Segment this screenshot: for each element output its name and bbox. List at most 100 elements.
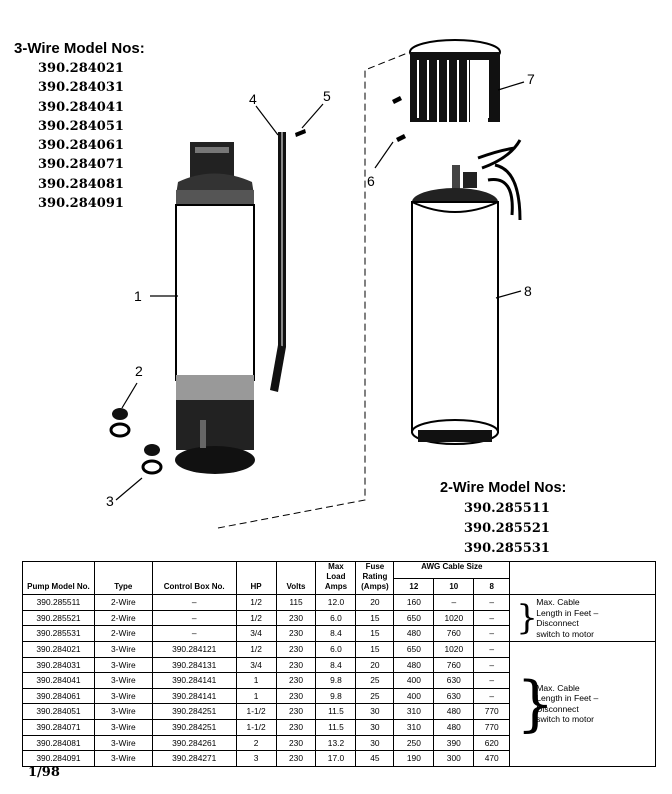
- model-number: 390.284021: [38, 61, 124, 76]
- col-pump-model: Pump Model No.: [22, 561, 95, 595]
- table-cell: 770: [473, 718, 511, 736]
- col-control-box: Control Box No.: [151, 561, 237, 595]
- callout-3: 3: [106, 493, 114, 509]
- table-cell: 620: [473, 734, 511, 752]
- table-cell: –: [473, 609, 511, 627]
- table-cell: 310: [393, 703, 435, 720]
- table-cell: 12.0: [315, 594, 357, 611]
- table-cell: 20: [355, 656, 395, 674]
- table-cell: 2-Wire: [93, 594, 153, 611]
- table-cell: 310: [393, 718, 435, 736]
- model-number: 390.284041: [38, 99, 124, 115]
- table-cell: 30: [355, 734, 395, 752]
- table-cell: 230: [275, 687, 317, 705]
- table-cell: 390.284061: [22, 687, 95, 705]
- table-header-row: Pump Model No. Type Control Box No. HP V…: [22, 561, 656, 595]
- col-awg-8: 8: [473, 578, 511, 595]
- table-cell: 390.284261: [151, 734, 237, 752]
- table-cell: –: [473, 687, 511, 705]
- table-cell: 3/4: [235, 656, 277, 674]
- table-cell: 390.284021: [22, 641, 95, 658]
- table-cell: 300: [433, 750, 475, 767]
- table-cell: 9.8: [315, 687, 357, 705]
- table-cell: 650: [393, 641, 435, 658]
- table-cell: 25: [355, 687, 395, 705]
- table-cell: 30: [355, 703, 395, 720]
- col-hp: HP: [235, 561, 277, 595]
- table-cell: 13.2: [315, 734, 357, 752]
- table-cell: 2: [235, 734, 277, 752]
- table-cell: 1020: [433, 609, 475, 627]
- table-cell: 11.5: [315, 718, 357, 736]
- table-cell: 11.5: [315, 703, 357, 720]
- table-cell: 390.284141: [151, 672, 237, 689]
- table-cell: 390.284071: [22, 718, 95, 736]
- table-cell: 6.0: [315, 609, 357, 627]
- three-wire-header: 3-Wire Model Nos:: [14, 40, 145, 57]
- table-cell: 3-Wire: [93, 672, 153, 689]
- table-cell: 390.284131: [151, 656, 237, 674]
- model-number: 390.285521: [464, 521, 550, 536]
- three-wire-model-list: 3-Wire Model Nos: 390.284021 390.284031 …: [14, 40, 145, 213]
- model-number: 390.285511: [464, 501, 550, 516]
- motor-screen: [409, 39, 501, 122]
- table-cell: 390: [433, 734, 475, 752]
- note-line: Max. Cable: [536, 682, 580, 693]
- note-line: switch to motor: [536, 628, 594, 639]
- table-cell: 250: [393, 734, 435, 752]
- table-cell: 390.285531: [22, 625, 95, 642]
- table-cell: 8.4: [315, 656, 357, 674]
- table-cell: 3/4: [235, 625, 277, 642]
- callout-7: 7: [527, 71, 535, 87]
- table-cell: 230: [275, 718, 317, 736]
- note-line: Disconnect: [536, 618, 579, 628]
- table-cell: 230: [275, 734, 317, 752]
- table-cell: 390.284041: [22, 672, 95, 689]
- note-line: Length in Feet –: [536, 693, 599, 704]
- model-number: 390.284071: [38, 157, 124, 173]
- table-cell: 390.285511: [22, 594, 95, 611]
- brace-icon: }: [516, 668, 555, 739]
- table-cell: 230: [275, 656, 317, 674]
- callout-5: 5: [323, 88, 331, 104]
- table-cell: 390.284141: [151, 687, 237, 705]
- exploded-parts-diagram: 1 2 3 4 5 6 7 8: [106, 39, 535, 529]
- callout-2: 2: [135, 363, 143, 379]
- table-cell: 1-1/2: [235, 703, 277, 720]
- spec-table: Pump Model No. Type Control Box No. HP V…: [22, 561, 656, 767]
- table-cell: 1020: [433, 641, 475, 658]
- washer-set-upper: [109, 408, 131, 438]
- table-cell: –: [433, 594, 475, 611]
- table-cell: 3-Wire: [93, 656, 153, 674]
- col-volts: Volts: [275, 561, 317, 595]
- table-cell: 15: [355, 641, 395, 658]
- table-cell: 160: [393, 594, 435, 611]
- table-cell: 3-Wire: [93, 687, 153, 705]
- col-max-load-amps: Max Load Amps: [315, 561, 357, 595]
- table-cell: –: [151, 625, 237, 642]
- table-cell: 760: [433, 656, 475, 674]
- table-cell: 1/2: [235, 641, 277, 658]
- note-line: Max. Cable: [536, 597, 580, 607]
- table-cell: 480: [433, 718, 475, 736]
- table-cell: 115: [275, 594, 317, 611]
- table-cell: 3-Wire: [93, 718, 153, 736]
- date-footer: 1/98: [28, 765, 60, 780]
- model-number: 390.284091: [38, 196, 124, 212]
- table-cell: 390.284271: [151, 750, 237, 767]
- table-cell: 760: [433, 625, 475, 642]
- table-cell: 25: [355, 672, 395, 689]
- table-cell: 480: [393, 656, 435, 674]
- model-number: 390.284081: [38, 176, 124, 192]
- table-cell: 470: [473, 750, 511, 767]
- table-cell: 190: [393, 750, 435, 767]
- col-awg-cable-size: AWG Cable Size: [393, 561, 511, 579]
- table-cell: 230: [275, 625, 317, 642]
- pump-end: [175, 142, 255, 474]
